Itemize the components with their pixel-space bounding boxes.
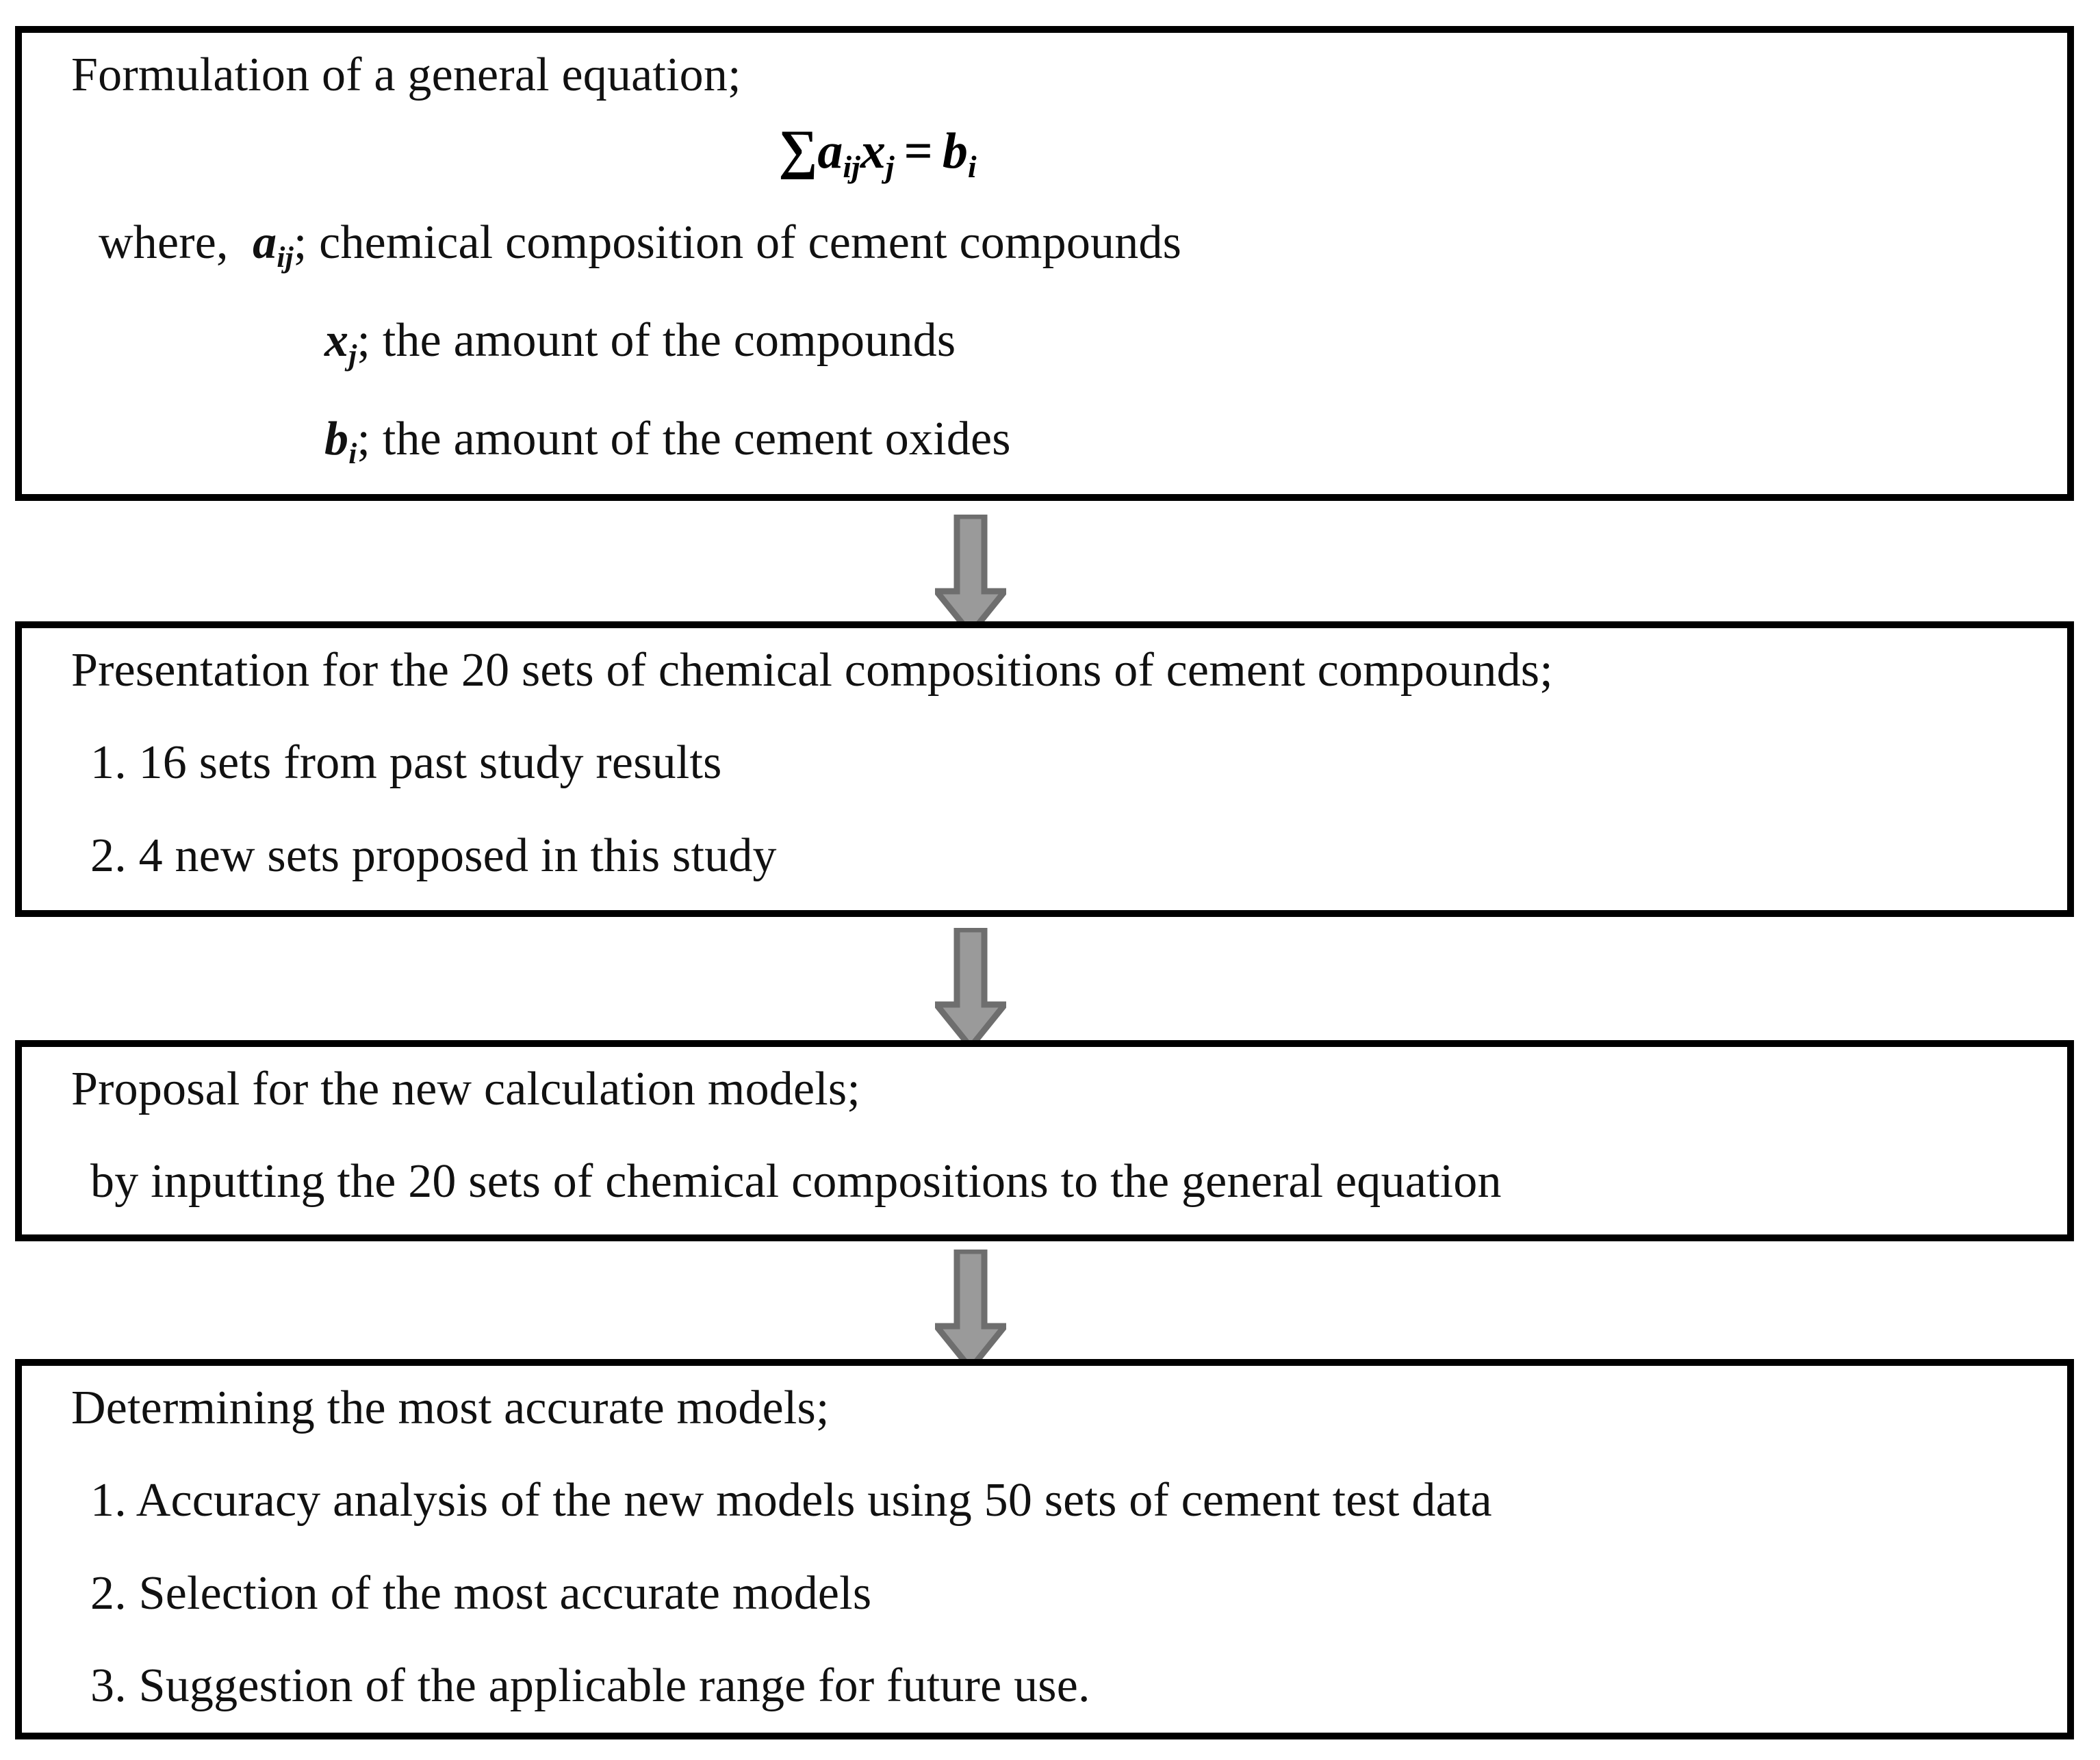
spacer [71, 1525, 2040, 1569]
spacer [71, 272, 2040, 316]
symbol-b: b [324, 412, 349, 465]
box-4-item-3: 3. Suggestion of the applicable range fo… [90, 1659, 1090, 1713]
definition-row-x: xj; the amount of the compounds [71, 316, 2040, 370]
spacer [71, 695, 2040, 738]
box-2-item-2: 2. 4 new sets proposed in this study [90, 829, 777, 882]
flowchart-box-presentation: Presentation for the 20 sets of chemical… [15, 621, 2074, 917]
down-arrow-icon [935, 1250, 1006, 1370]
definition-gap [229, 216, 253, 269]
box-2-heading: Presentation for the 20 sets of chemical… [71, 644, 1553, 697]
spacer [71, 788, 2040, 831]
box-4-item-1: 1. Accuracy analysis of the new models u… [90, 1474, 1492, 1527]
spacer [71, 371, 2040, 415]
definition-x-text: ; the amount of the compounds [357, 314, 956, 367]
equation-rhs-b-subscript: i [967, 149, 977, 185]
spacer [71, 99, 2040, 122]
symbol-x: x [324, 314, 349, 367]
general-equation: ∑aijxj=bi [71, 122, 2040, 183]
symbol-a: a [253, 216, 277, 270]
down-arrow-icon [935, 928, 1006, 1048]
symbol-x-subscript: j [348, 339, 357, 372]
spacer [71, 183, 2040, 218]
box-3-content: Proposal for the new calculation models;… [22, 1047, 2067, 1224]
box-3-heading: Proposal for the new calculation models; [71, 1063, 860, 1115]
box-4-item-2: 2. Selection of the most accurate models [90, 1566, 872, 1620]
equation-variable-x: x [860, 123, 886, 180]
symbol-a-subscript: ij [277, 241, 294, 274]
flowchart-box-formulation: Formulation of a general equation; ∑aijx… [15, 26, 2074, 501]
equals-sign: = [904, 123, 933, 180]
box-2-item-1: 1. 16 sets from past study results [90, 736, 722, 790]
box-1-content: Formulation of a general equation; ∑aijx… [22, 33, 2067, 487]
definition-b-text: ; the amount of the cement oxides [357, 412, 1011, 465]
definition-row-b: bi; the amount of the cement oxides [71, 412, 2040, 470]
spacer [71, 1618, 2040, 1661]
where-label: where, [99, 216, 229, 270]
definition-a-text: ; chemical composition of cement compoun… [293, 216, 1182, 270]
equation-rhs-b: b [942, 123, 968, 180]
equation-coefficient-a: a [817, 123, 843, 180]
down-arrow-icon [935, 515, 1006, 635]
flowchart-box-proposal: Proposal for the new calculation models;… [15, 1040, 2074, 1241]
flowchart-box-determining: Determining the most accurate models; 1.… [15, 1359, 2074, 1739]
box-1-heading: Formulation of a general equation; [71, 49, 741, 101]
definition-row-a: where, aij; chemical composition of ceme… [71, 218, 2040, 272]
equation-coefficient-a-subscript: ij [843, 149, 860, 185]
summation-symbol: ∑ [778, 120, 818, 181]
equation-variable-x-subscript: j [885, 149, 895, 185]
box-4-content: Determining the most accurate models; 1.… [22, 1366, 2067, 1729]
box-4-heading: Determining the most accurate models; [71, 1382, 830, 1434]
spacer [71, 1113, 2040, 1157]
box-3-item-1: by inputting the 20 sets of chemical com… [90, 1155, 1502, 1208]
symbol-b-subscript: i [348, 437, 357, 470]
spacer [71, 1432, 2040, 1476]
box-2-content: Presentation for the 20 sets of chemical… [22, 628, 2067, 898]
